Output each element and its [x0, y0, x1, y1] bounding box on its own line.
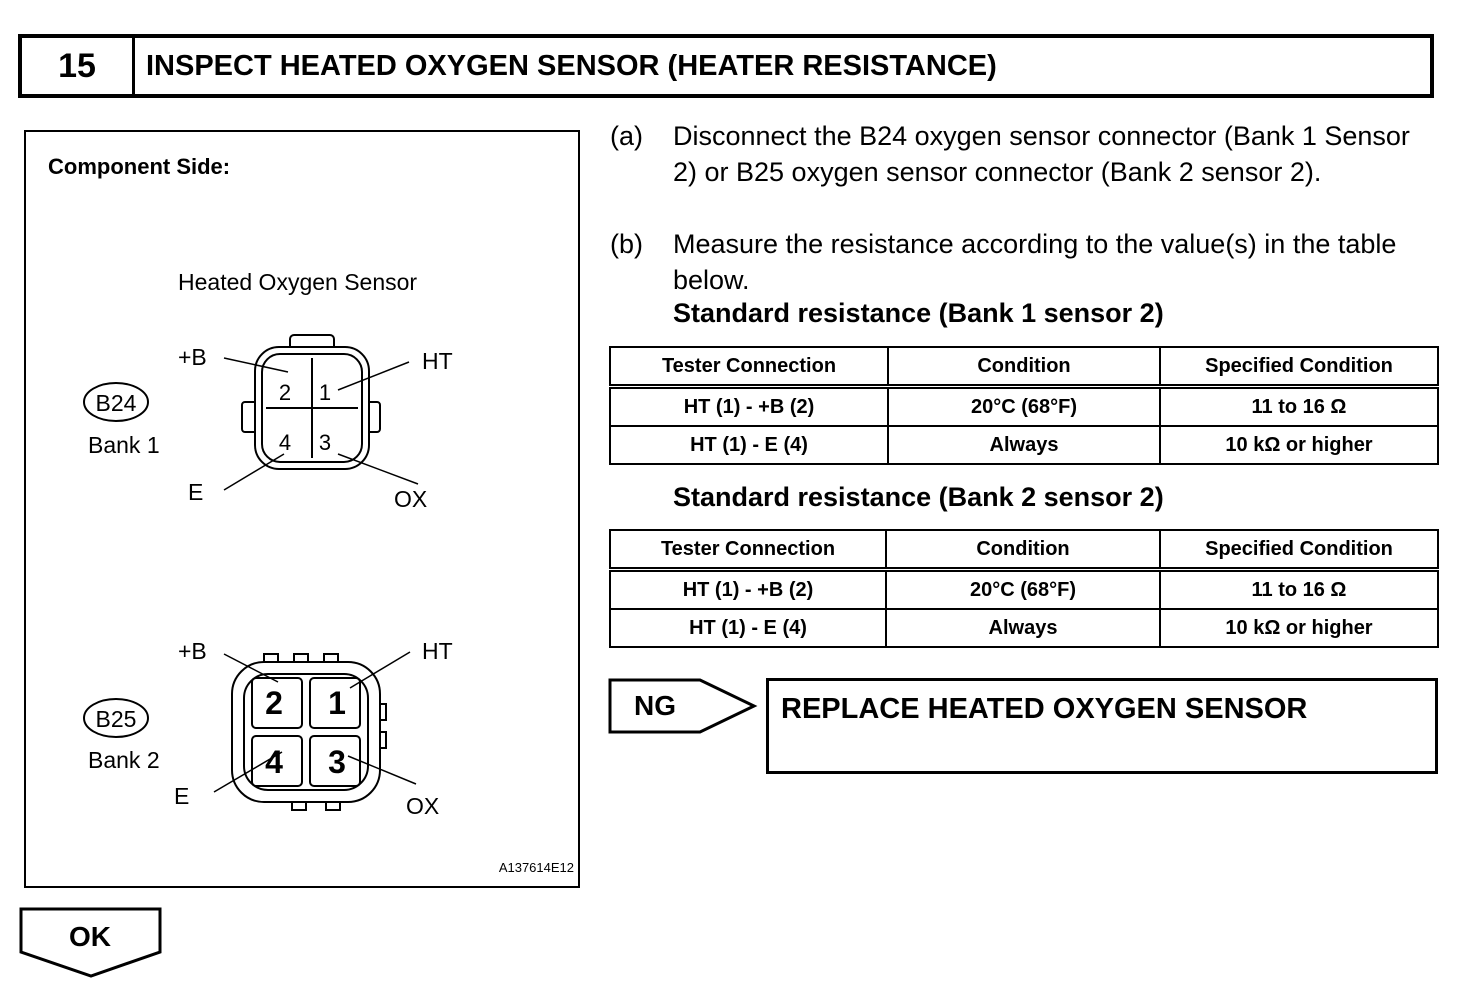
step-header: 15 INSPECT HEATED OXYGEN SENSOR (HEATER …	[18, 34, 1434, 98]
b24-pin-3: 3	[319, 430, 331, 455]
b24-code-oval	[83, 382, 149, 422]
cell-tester-connection: HT (1) - E (4)	[609, 425, 889, 465]
b25-label-ht: HT	[422, 638, 453, 664]
connector-b25: B25 Bank 2 2 1 4 3 +B HT E OX	[83, 638, 453, 819]
header-condition: Condition	[885, 529, 1161, 572]
cell-specified-condition: 10 kΩ or higher	[1159, 425, 1439, 465]
b25-pin-3: 3	[328, 744, 346, 780]
ok-label: OK	[69, 921, 111, 952]
b25-label-e: E	[174, 783, 189, 809]
ng-action-box: REPLACE HEATED OXYGEN SENSOR	[766, 678, 1438, 774]
cell-condition: Always	[885, 608, 1161, 648]
step-a-label: (a)	[610, 121, 643, 151]
step-b-label: (b)	[610, 229, 643, 259]
table-row: HT (1) - E (4) Always 10 kΩ or higher	[609, 608, 1439, 648]
table-header-row: Tester Connection Condition Specified Co…	[609, 529, 1439, 572]
header-tester-connection: Tester Connection	[609, 529, 887, 572]
b25-pin-2: 2	[265, 685, 283, 721]
table1-title: Standard resistance (Bank 1 sensor 2)	[673, 298, 1164, 328]
table-row: HT (1) - +B (2) 20°C (68°F) 11 to 16 Ω	[609, 385, 1439, 427]
b24-label-e: E	[188, 479, 203, 505]
image-code: A137614E12	[499, 860, 574, 875]
table-row: HT (1) - +B (2) 20°C (68°F) 11 to 16 Ω	[609, 568, 1439, 610]
cell-tester-connection: HT (1) - +B (2)	[609, 568, 887, 610]
b24-pin-1: 1	[319, 380, 331, 405]
b24-bank: Bank 1	[88, 432, 160, 458]
b24-code: B24	[96, 390, 137, 416]
header-condition: Condition	[887, 346, 1161, 389]
cell-condition: 20°C (68°F)	[885, 568, 1161, 610]
cell-tester-connection: HT (1) - +B (2)	[609, 385, 889, 427]
step-a-text: Disconnect the B24 oxygen sensor connect…	[673, 121, 1410, 187]
b25-housing	[231, 661, 381, 803]
connector-figure: Component Side: Heated Oxygen Sensor B24…	[24, 130, 580, 888]
b25-code: B25	[96, 706, 137, 732]
b24-label-ht: HT	[422, 348, 453, 374]
b24-label-ox: OX	[394, 486, 427, 512]
cell-specified-condition: 10 kΩ or higher	[1159, 608, 1439, 648]
header-specified-condition: Specified Condition	[1159, 529, 1439, 572]
ng-action-text: REPLACE HEATED OXYGEN SENSOR	[781, 693, 1308, 725]
ok-arrow: OK	[19, 907, 162, 978]
cell-specified-condition: 11 to 16 Ω	[1159, 568, 1439, 610]
table-header-row: Tester Connection Condition Specified Co…	[609, 346, 1439, 389]
step-b-text: Measure the resistance according to the …	[673, 229, 1397, 295]
b24-pin-2: 2	[279, 380, 291, 405]
b24-label-plus-b: +B	[178, 344, 207, 370]
b25-label-plus-b: +B	[178, 638, 207, 664]
b24-pin-4: 4	[279, 430, 291, 455]
cell-condition: 20°C (68°F)	[887, 385, 1161, 427]
cell-condition: Always	[887, 425, 1161, 465]
table-row: HT (1) - E (4) Always 10 kΩ or higher	[609, 425, 1439, 465]
header-specified-condition: Specified Condition	[1159, 346, 1439, 389]
resistance-table-bank1: Tester Connection Condition Specified Co…	[609, 346, 1439, 465]
connector-diagram: Component Side: Heated Oxygen Sensor B24…	[48, 154, 574, 875]
ng-arrow: NG	[608, 678, 758, 734]
connector-b24: B24 Bank 1 2 1 4 3 +B HT E OX	[83, 334, 453, 512]
table2-title: Standard resistance (Bank 2 sensor 2)	[673, 482, 1164, 512]
figure-caption: Component Side:	[48, 154, 230, 179]
step-title: INSPECT HEATED OXYGEN SENSOR (HEATER RES…	[146, 49, 997, 82]
header-tester-connection: Tester Connection	[609, 346, 889, 389]
step-number: 15	[22, 38, 135, 94]
cell-tester-connection: HT (1) - E (4)	[609, 608, 887, 648]
sensor-title: Heated Oxygen Sensor	[178, 269, 417, 295]
b25-pin-1: 1	[328, 685, 346, 721]
b25-bank: Bank 2	[88, 747, 160, 773]
b25-pin-4: 4	[265, 744, 283, 780]
ng-label: NG	[634, 690, 676, 721]
resistance-table-bank2: Tester Connection Condition Specified Co…	[609, 529, 1439, 648]
b25-label-ox: OX	[406, 793, 439, 819]
b25-code-oval	[83, 698, 149, 738]
cell-specified-condition: 11 to 16 Ω	[1159, 385, 1439, 427]
